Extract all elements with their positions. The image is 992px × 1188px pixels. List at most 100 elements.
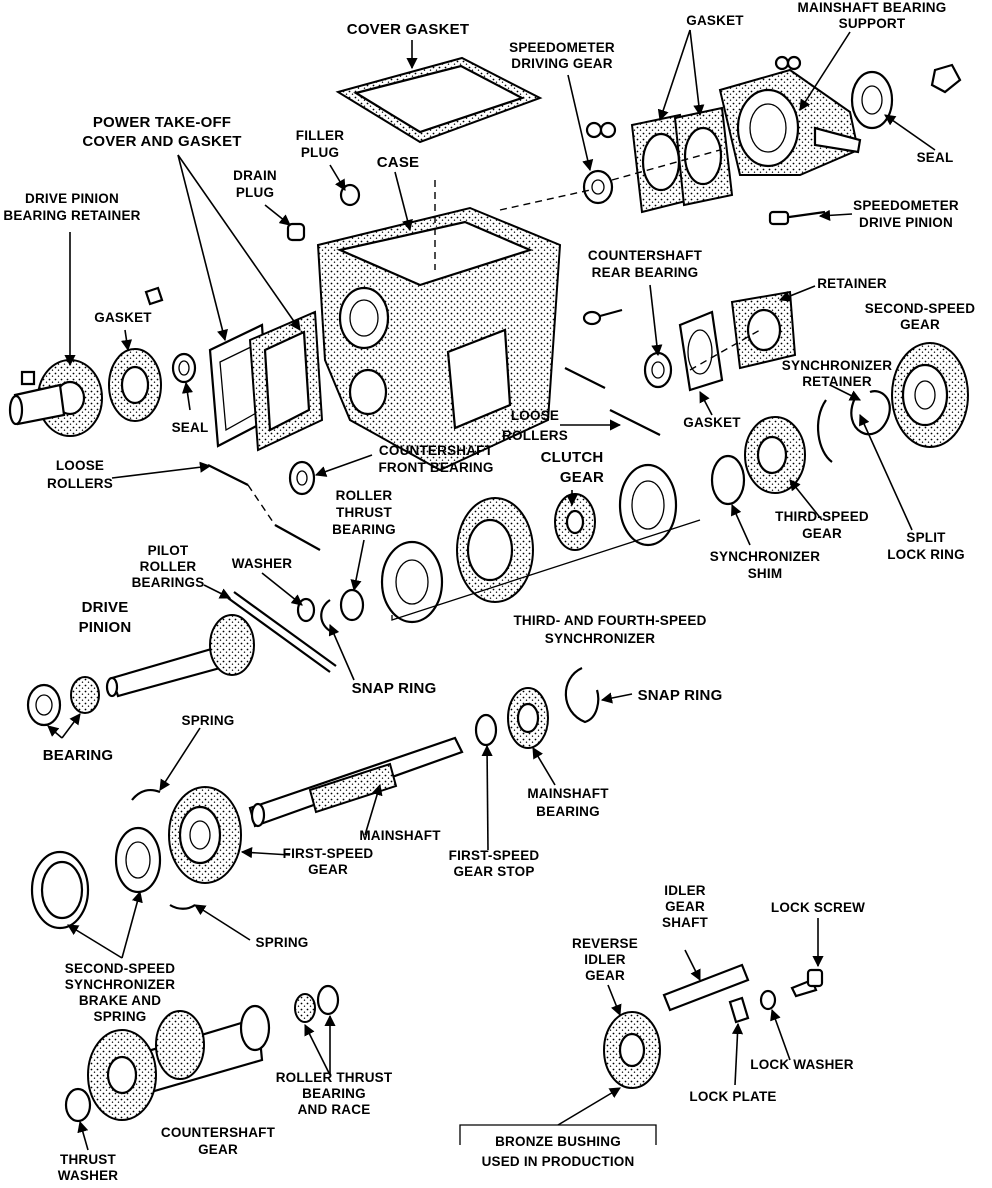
countershaft-rear-bearing-part — [582, 308, 673, 389]
pilot-roller-bearings-part — [227, 591, 337, 673]
label-countershaft-rear-bearing-2: REAR BEARING — [592, 265, 699, 280]
label-snap-ring-right: SNAP RING — [638, 687, 723, 704]
leader-lines — [47, 29, 936, 1151]
first-speed-gear-part — [168, 786, 242, 884]
lock-screw-part — [790, 968, 824, 998]
label-snap-ring-left: SNAP RING — [352, 680, 437, 697]
washer-part — [296, 597, 316, 623]
label-second-speed-synchronizer-1: SECOND-SPEED — [65, 961, 175, 976]
loose-rollers-mid-part — [564, 367, 661, 436]
label-first-speed-gear-1: FIRST-SPEED — [283, 846, 374, 861]
retainer-part — [730, 290, 797, 370]
snap-ring-right-part — [564, 666, 600, 724]
label-clutch-gear-1: CLUTCH — [541, 449, 604, 466]
label-roller-thrust-race-2: BEARING — [302, 1086, 366, 1101]
label-power-takeoff-1: POWER TAKE-OFF — [93, 114, 231, 131]
label-countershaft-rear-bearing-1: COUNTERSHAFT — [588, 248, 703, 263]
lock-plate-part — [728, 996, 750, 1024]
label-mainshaft: MAINSHAFT — [359, 828, 441, 843]
mainshaft-bearing-support-part — [718, 55, 862, 176]
transmission-case-part — [316, 206, 562, 472]
label-synchronizer-retainer-1: SYNCHRONIZER — [782, 358, 892, 373]
label-split-lock-ring-1: SPLIT — [906, 530, 946, 545]
label-clutch-gear-2: GEAR — [560, 469, 604, 486]
rear-seal-part — [850, 63, 962, 130]
drive-pinion-part — [105, 614, 255, 698]
second-speed-synchronizer-part — [30, 826, 162, 930]
label-synchronizer-shim-1: SYNCHRONIZER — [710, 549, 820, 564]
label-lock-screw: LOCK SCREW — [771, 900, 865, 915]
label-first-speed-gear-stop-2: GEAR STOP — [453, 864, 534, 879]
roller-thrust-bearing-race-part — [294, 984, 340, 1023]
label-third-fourth-synchronizer-2: SYNCHRONIZER — [545, 631, 655, 646]
label-reverse-idler-gear-3: GEAR — [585, 968, 625, 983]
label-second-speed-synchronizer-2: SYNCHRONIZER — [65, 977, 175, 992]
label-mainshaft-bearing-1: MAINSHAFT — [527, 786, 609, 801]
drain-plug-part — [286, 222, 306, 242]
speedometer-drive-pinion-part — [768, 210, 826, 226]
label-lock-plate: LOCK PLATE — [689, 1089, 776, 1104]
label-mainshaft-bearing-support-1: MAINSHAFT BEARING — [798, 0, 947, 15]
label-loose-rollers-mid-2: ROLLERS — [502, 428, 568, 443]
label-roller-thrust-race-1: ROLLER THRUST — [276, 1070, 393, 1085]
label-retainer: RETAINER — [817, 276, 887, 291]
label-case: CASE — [377, 154, 419, 171]
label-roller-thrust-bearing-2: THRUST — [336, 505, 392, 520]
label-lock-washer: LOCK WASHER — [750, 1057, 854, 1072]
label-first-speed-gear-2: GEAR — [308, 862, 348, 877]
label-filler-plug-2: PLUG — [301, 145, 339, 160]
label-loose-rollers-mid-1: LOOSE — [511, 408, 559, 423]
split-lock-ring-part — [817, 399, 833, 463]
label-cover-gasket: COVER GASKET — [347, 21, 469, 38]
gasket-left-part — [108, 348, 162, 422]
label-synchronizer-shim-2: SHIM — [748, 566, 783, 581]
label-second-speed-synchronizer-3: BRAKE AND — [79, 993, 161, 1008]
synchronizer-retainer-part — [850, 390, 891, 436]
label-loose-rollers-left-1: LOOSE — [56, 458, 104, 473]
idler-gear-shaft-part — [662, 963, 750, 1012]
label-drive-pinion-1: DRIVE — [82, 599, 129, 616]
bearing-part — [26, 676, 100, 727]
label-third-speed-gear-1: THIRD-SPEED — [775, 509, 869, 524]
label-third-fourth-synchronizer-1: THIRD- AND FOURTH-SPEED — [513, 613, 706, 628]
third-speed-gear-part — [744, 416, 806, 494]
label-spring-bottom: SPRING — [256, 935, 309, 950]
label-speedometer-driving-gear-2: DRIVING GEAR — [511, 56, 612, 71]
cover-gasket-part — [335, 56, 543, 144]
gasket-mid-part — [678, 310, 724, 392]
spring-bottom-part — [169, 904, 196, 910]
synchronizer-shim-part — [710, 454, 746, 506]
label-synchronizer-retainer-2: RETAINER — [802, 374, 872, 389]
label-seal-left: SEAL — [172, 420, 209, 435]
label-speedometer-drive-pinion-2: DRIVE PINION — [859, 215, 953, 230]
label-roller-thrust-race-3: AND RACE — [298, 1102, 371, 1117]
label-seal-right: SEAL — [917, 150, 954, 165]
label-roller-thrust-bearing-3: BEARING — [332, 522, 396, 537]
label-pilot-roller-bearings-1: PILOT — [148, 543, 189, 558]
label-second-speed-gear-1: SECOND-SPEED — [865, 301, 975, 316]
label-drive-pinion-retainer-2: BEARING RETAINER — [3, 208, 140, 223]
third-fourth-synchronizer-part — [380, 497, 701, 624]
speedometer-driving-gear-part — [582, 121, 617, 205]
label-first-speed-gear-stop-1: FIRST-SPEED — [449, 848, 540, 863]
label-countershaft-front-bearing-1: COUNTERSHAFT — [379, 443, 494, 458]
label-roller-thrust-bearing-1: ROLLER — [336, 488, 393, 503]
label-bronze-bushing-1: BRONZE BUSHING — [495, 1134, 621, 1149]
label-power-takeoff-2: COVER AND GASKET — [82, 133, 241, 150]
label-countershaft-front-bearing-2: FRONT BEARING — [378, 460, 493, 475]
label-gasket-left: GASKET — [94, 310, 152, 325]
roller-thrust-bearing-part — [339, 588, 365, 622]
label-reverse-idler-gear-2: IDLER — [584, 952, 626, 967]
label-mainshaft-bearing-support-2: SUPPORT — [839, 16, 906, 31]
reverse-idler-gear-part — [603, 1011, 661, 1089]
label-drive-pinion-2: PINION — [79, 619, 132, 636]
label-gasket-mid: GASKET — [683, 415, 741, 430]
label-washer: WASHER — [232, 556, 293, 571]
label-pilot-roller-bearings-2: ROLLER — [140, 559, 197, 574]
label-countershaft-gear-2: GEAR — [198, 1142, 238, 1157]
label-spring-top: SPRING — [182, 713, 235, 728]
label-mainshaft-bearing-2: BEARING — [536, 804, 600, 819]
drive-pinion-bearing-retainer-part — [8, 359, 103, 437]
spring-top-part — [131, 789, 161, 801]
clutch-gear-part — [554, 463, 678, 551]
